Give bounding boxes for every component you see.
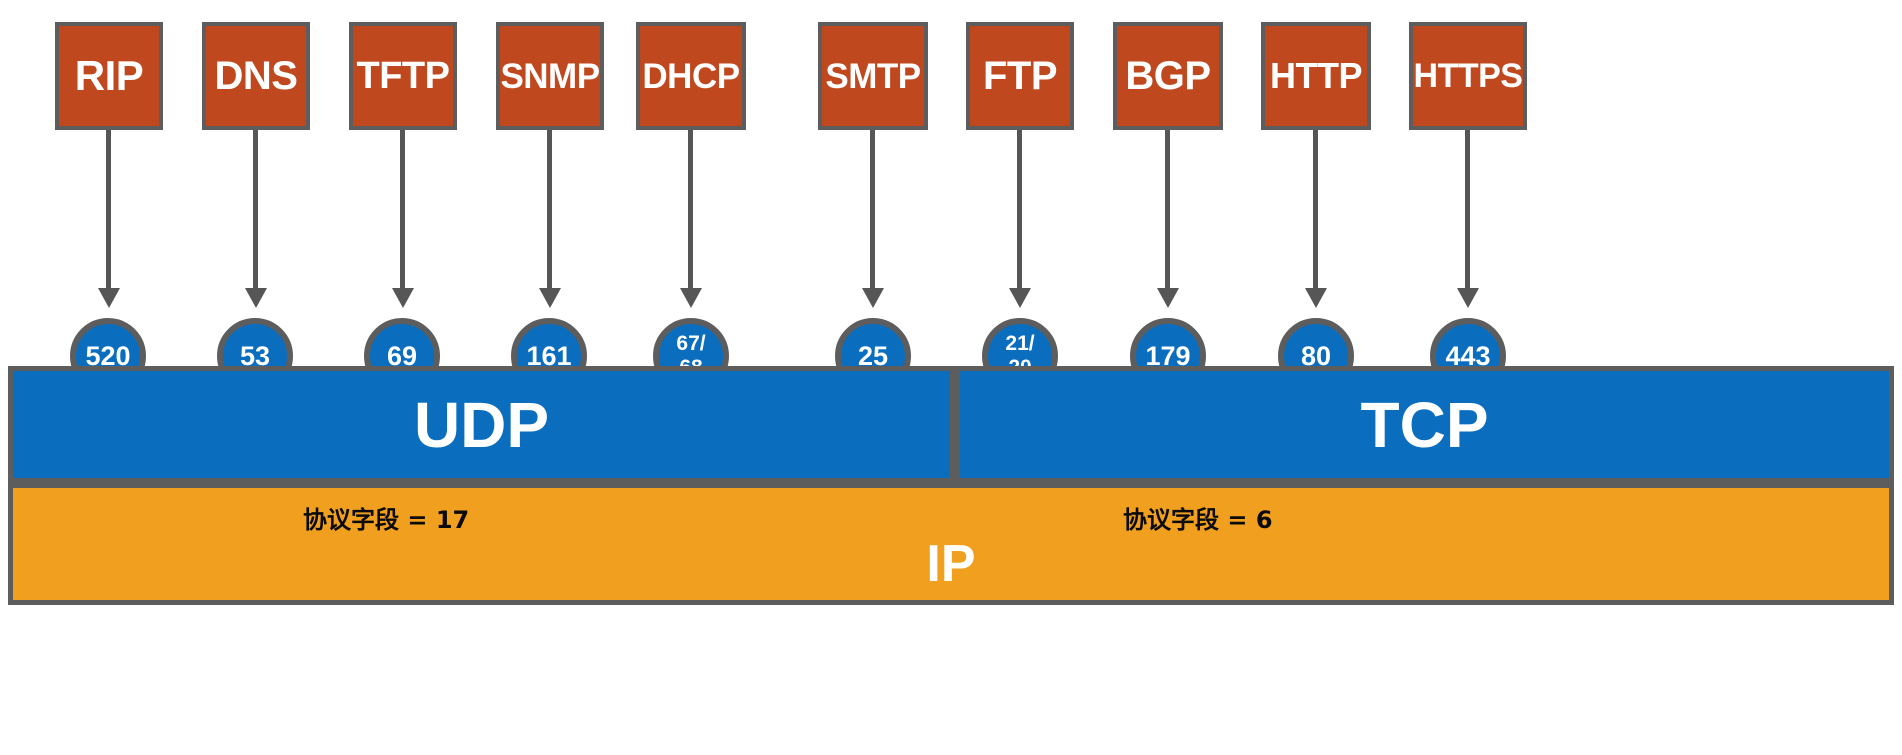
arrow-head-tftp (392, 288, 414, 308)
protocol-box-label: HTTPS (1413, 57, 1523, 95)
arrow-line-ftp (1017, 130, 1022, 290)
arrow-line-dhcp (688, 130, 693, 290)
protocol-box-http[interactable]: HTTP (1261, 22, 1371, 130)
protocol-box-label: DNS (214, 54, 298, 98)
udp-label: UDP (413, 388, 550, 461)
arrow-head-snmp (539, 288, 561, 308)
port-number: 179 (1145, 340, 1191, 371)
port-number: 443 (1445, 340, 1491, 371)
port-number: 67/ (676, 331, 706, 355)
arrow-line-dns (253, 130, 258, 290)
port-number: 161 (526, 340, 572, 371)
ip-label: IP (926, 535, 976, 593)
protocol-box-label: DHCP (642, 56, 740, 96)
port-number: 21/ (1005, 331, 1035, 355)
arrow-head-rip (98, 288, 120, 308)
arrow-line-smtp (870, 130, 875, 290)
protocol-box-label: HTTP (1270, 55, 1363, 96)
port-number: 80 (1300, 340, 1332, 371)
tcp-protocol-field-label: 协议字段 = 6 (1123, 506, 1273, 534)
protocol-box-tftp[interactable]: TFTP (349, 22, 457, 130)
protocol-box-smtp[interactable]: SMTP (818, 22, 928, 130)
protocol-box-snmp[interactable]: SNMP (496, 22, 604, 130)
arrow-head-dns (245, 288, 267, 308)
protocol-box-label: FTP (982, 54, 1058, 98)
protocol-box-label: SMTP (825, 56, 921, 96)
udp-transport-bar[interactable]: UDP (8, 366, 955, 483)
protocol-box-dhcp[interactable]: DHCP (636, 22, 746, 130)
tcp-transport-bar[interactable]: TCP (955, 366, 1894, 483)
protocol-box-dns[interactable]: DNS (202, 22, 310, 130)
port-number: 69 (386, 340, 418, 371)
protocol-box-bgp[interactable]: BGP (1113, 22, 1223, 130)
arrow-line-snmp (547, 130, 552, 290)
protocol-box-rip[interactable]: RIP (55, 22, 163, 130)
arrow-head-smtp (862, 288, 884, 308)
port-number: 25 (857, 340, 889, 371)
ip-network-bar[interactable]: 协议字段 = 17 协议字段 = 6 IP (8, 483, 1894, 605)
arrow-head-http (1305, 288, 1327, 308)
arrow-head-dhcp (680, 288, 702, 308)
arrow-line-bgp (1165, 130, 1170, 290)
protocol-box-label: RIP (74, 52, 144, 99)
protocol-box-label: SNMP (500, 56, 600, 96)
arrow-head-ftp (1009, 288, 1031, 308)
port-number: 520 (85, 340, 131, 371)
arrow-line-rip (106, 130, 111, 290)
port-number: 53 (239, 340, 271, 371)
udp-protocol-field-label: 协议字段 = 17 (303, 506, 470, 534)
protocol-box-label: BGP (1125, 54, 1211, 98)
protocol-box-https[interactable]: HTTPS (1409, 22, 1527, 130)
arrow-line-http (1313, 130, 1318, 290)
tcp-label: TCP (1360, 388, 1489, 461)
arrow-line-https (1465, 130, 1470, 290)
protocol-box-label: TFTP (356, 55, 450, 97)
arrow-line-tftp (400, 130, 405, 290)
arrow-head-bgp (1157, 288, 1179, 308)
arrow-head-https (1457, 288, 1479, 308)
protocol-box-ftp[interactable]: FTP (966, 22, 1074, 130)
